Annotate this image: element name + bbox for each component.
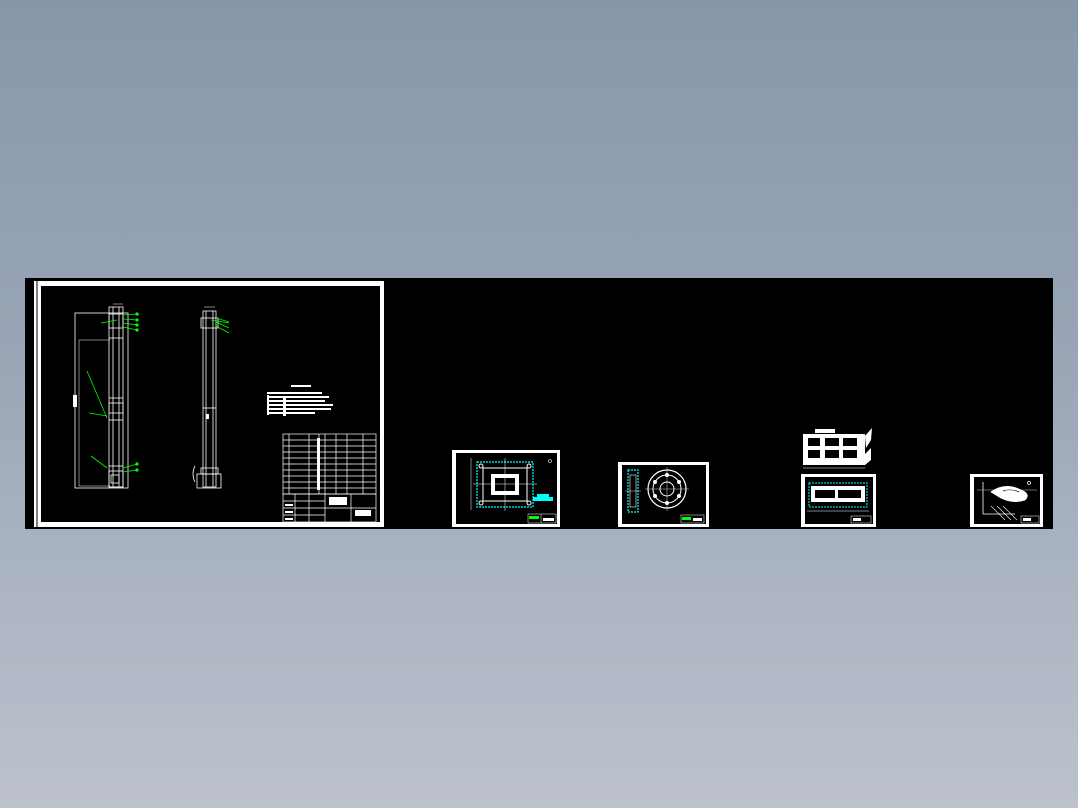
bracket-views <box>977 481 1037 521</box>
model-space-area[interactable] <box>25 278 1053 529</box>
sheet-round-flange[interactable] <box>618 462 709 527</box>
title-block <box>282 493 377 523</box>
side-view-leaders <box>210 317 230 334</box>
bracket-title-block <box>1020 515 1040 524</box>
plate-top-view <box>470 458 537 511</box>
frame-iso-detail <box>803 428 872 469</box>
side-elevation-view <box>192 306 222 489</box>
flange-front-view <box>645 467 689 511</box>
plate-section-view <box>533 459 553 501</box>
frame-title-block <box>850 515 872 524</box>
flange-section-view <box>625 469 641 513</box>
sheet-main-assembly[interactable] <box>34 281 384 527</box>
technical-notes-block <box>267 385 333 416</box>
drawing-canvas[interactable] <box>25 278 1053 529</box>
front-view-leaders <box>86 312 140 473</box>
plate-title-block <box>527 513 557 524</box>
sheet-square-plate[interactable] <box>452 450 560 527</box>
frame-front-view <box>807 482 869 512</box>
sheet-bracket[interactable] <box>970 474 1043 527</box>
front-elevation-view <box>73 303 129 489</box>
sheet-frame[interactable] <box>801 428 876 527</box>
flange-title-block <box>680 514 705 524</box>
